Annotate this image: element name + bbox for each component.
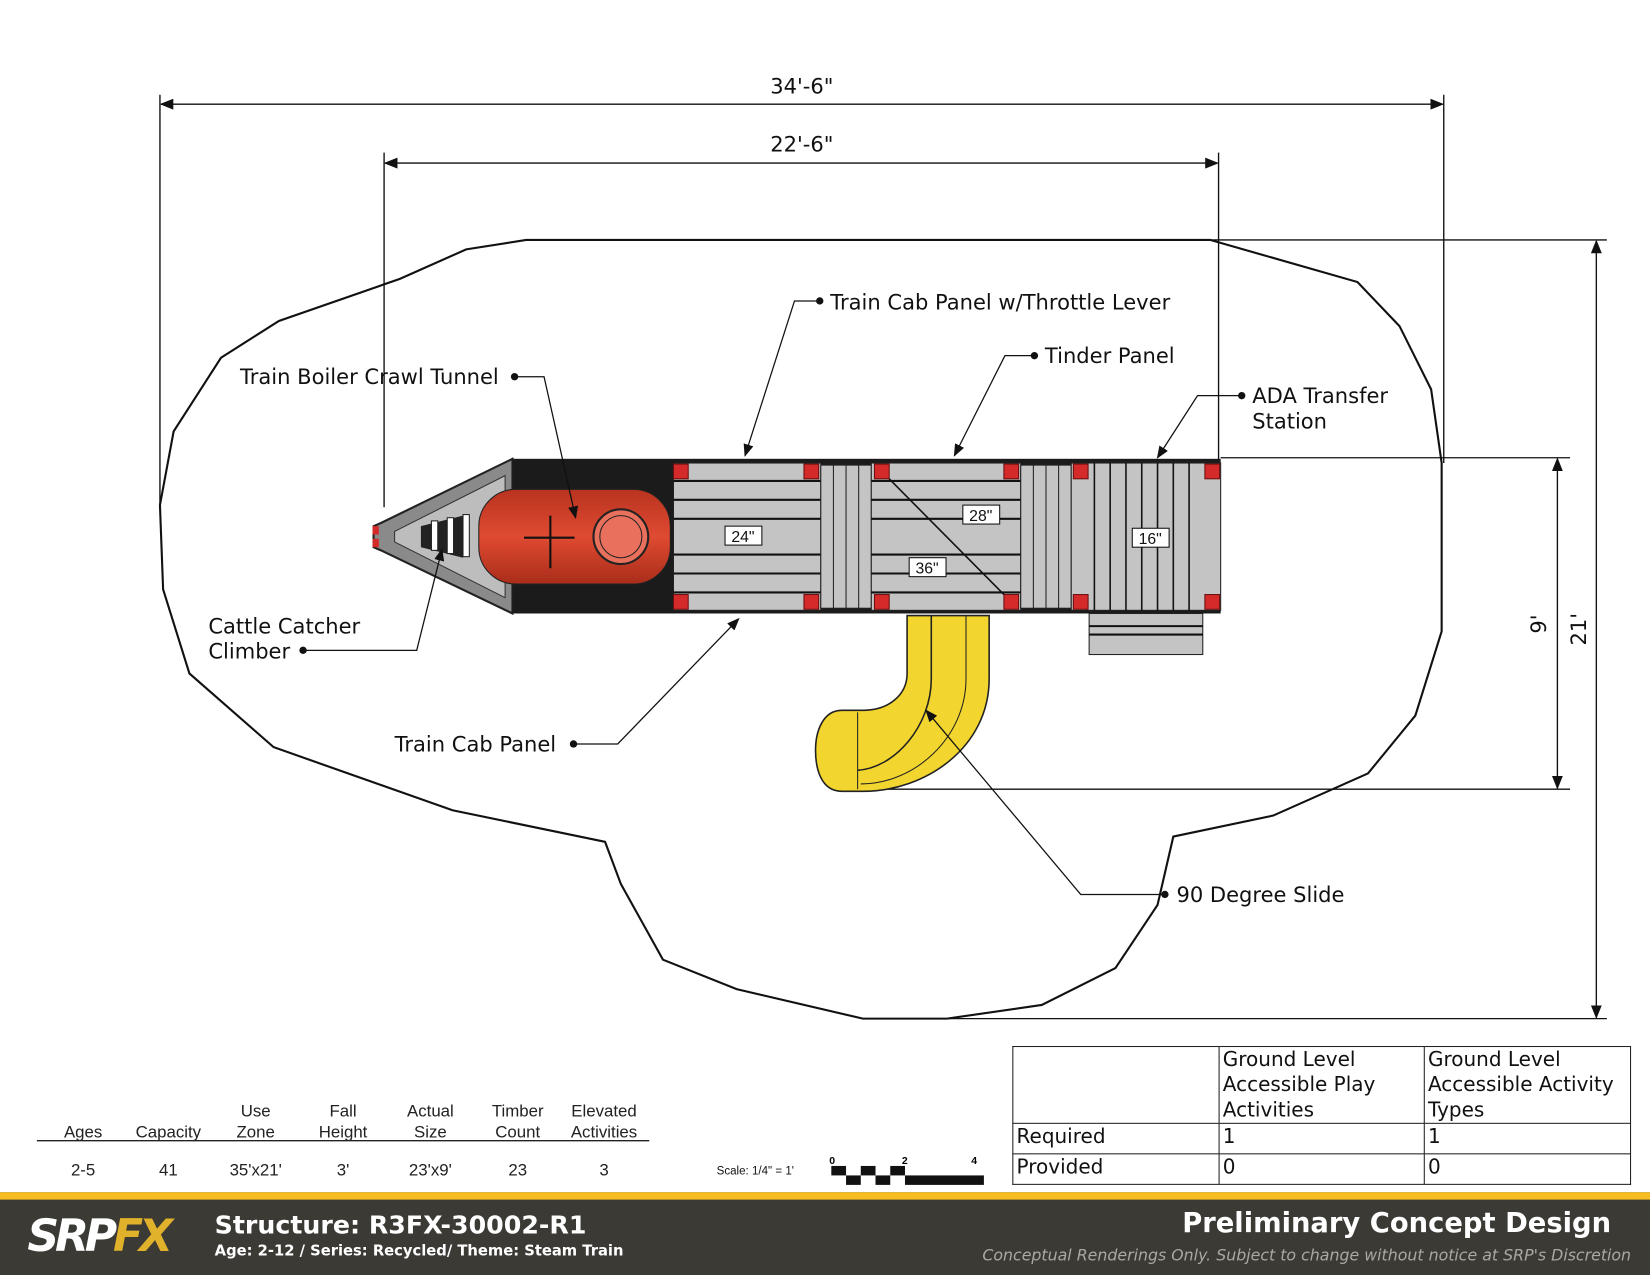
svg-text:Activities: Activities	[571, 1123, 637, 1142]
slide	[814, 614, 990, 793]
svg-text:Count: Count	[495, 1123, 540, 1142]
svg-text:Height: Height	[319, 1123, 368, 1142]
footer-bar: SRPFX Structure: R3FX-30002-R1 Age: 2-12…	[0, 1192, 1650, 1275]
svg-text:2-5: 2-5	[71, 1160, 95, 1179]
svg-text:Zone: Zone	[237, 1123, 275, 1142]
svg-text:Fall: Fall	[329, 1101, 356, 1120]
dim-overall-width: 34'-6"	[770, 74, 833, 99]
callout-boiler: Train Boiler Crawl Tunnel	[239, 364, 499, 389]
svg-text:Scale: 1/4" = 1': Scale: 1/4" = 1'	[717, 1165, 794, 1177]
callout-leaders	[303, 300, 1242, 896]
svg-text:35'x21': 35'x21'	[230, 1160, 282, 1179]
svg-text:Capacity: Capacity	[136, 1123, 202, 1142]
svg-text:Actual: Actual	[407, 1101, 454, 1120]
callout-tinder: Tinder Panel	[1044, 343, 1175, 368]
dim-structure-depth: 9'	[1526, 614, 1551, 633]
svg-text:Timber: Timber	[492, 1101, 544, 1120]
callout-slide: 90 Degree Slide	[1176, 882, 1344, 907]
svg-text:0: 0	[829, 1155, 835, 1167]
structure-subtitle: Age: 2-12 / Series: Recycled/ Theme: Ste…	[214, 1242, 624, 1260]
callout-cattle-2: Climber	[208, 639, 290, 664]
svg-text:Ages: Ages	[64, 1123, 102, 1142]
callout-ada-1: ADA Transfer	[1252, 383, 1388, 408]
deck-1	[672, 462, 822, 611]
callout-ada-2: Station	[1252, 408, 1327, 433]
disclaimer: Conceptual Renderings Only. Subject to c…	[982, 1245, 1632, 1265]
svg-text:24": 24"	[731, 529, 754, 546]
srpfx-logo: SRPFX	[27, 1210, 173, 1262]
svg-text:41: 41	[159, 1160, 178, 1179]
svg-text:2: 2	[902, 1155, 908, 1167]
structure-title: Structure: R3FX-30002-R1	[214, 1210, 587, 1240]
svg-text:4: 4	[971, 1155, 977, 1167]
play-structure	[372, 457, 1222, 793]
svg-text:3: 3	[599, 1160, 608, 1179]
svg-text:36": 36"	[916, 561, 939, 578]
svg-text:28": 28"	[969, 508, 992, 525]
svg-text:23: 23	[508, 1160, 527, 1179]
callout-cab: Train Cab Panel	[394, 731, 557, 756]
deck-height-tags: 24" 28" 36" 16"	[724, 504, 1170, 578]
dim-structure-width: 22'-6"	[770, 132, 833, 157]
svg-text:3': 3'	[337, 1160, 350, 1179]
design-stage: Preliminary Concept Design	[1182, 1208, 1612, 1240]
svg-text:Elevated: Elevated	[571, 1101, 637, 1120]
svg-text:Size: Size	[414, 1123, 447, 1142]
callout-cattle-1: Cattle Catcher	[208, 613, 360, 638]
callout-throttle: Train Cab Panel w/Throttle Lever	[829, 289, 1170, 314]
svg-text:16": 16"	[1139, 531, 1162, 548]
svg-text:Use: Use	[241, 1101, 271, 1120]
col-header-play: Ground Level Accessible Play Activities	[1218, 1045, 1425, 1124]
dim-overall-depth: 21'	[1566, 613, 1591, 646]
col-header-types: Ground Level Accessible Activity Types	[1423, 1045, 1632, 1124]
svg-text:23'x9': 23'x9'	[409, 1160, 452, 1179]
scale-bar: Scale: 1/4" = 1' 0 2 4	[717, 1155, 984, 1185]
dimension-lines	[159, 94, 1607, 1020]
